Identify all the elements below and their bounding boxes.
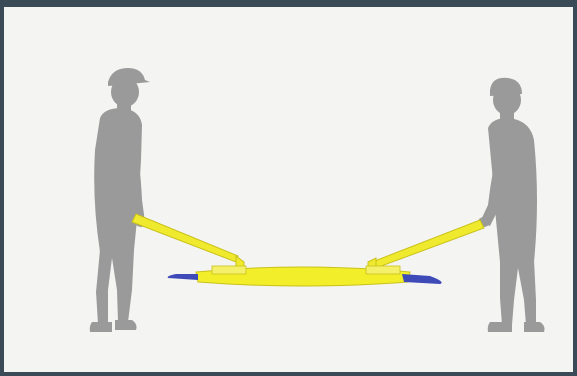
right-strap-handle	[368, 220, 484, 272]
stretcher-board	[168, 266, 442, 286]
right-worker-figure	[478, 78, 545, 332]
left-strap-handle	[132, 214, 244, 272]
left-worker-figure	[90, 68, 150, 332]
